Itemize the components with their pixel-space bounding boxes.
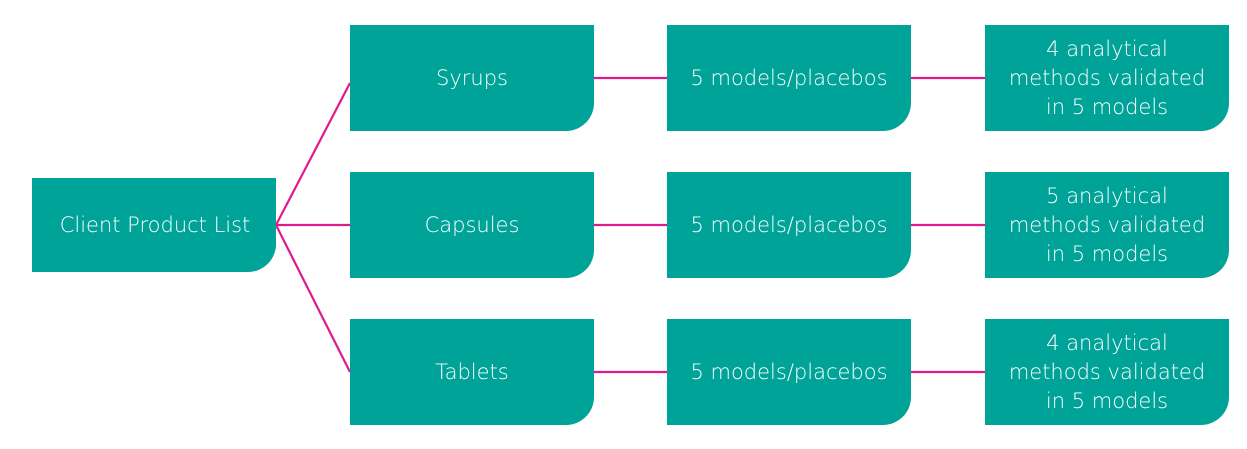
connector-root-to-syrups bbox=[275, 82, 351, 226]
category-node-tablets: Tablets bbox=[350, 319, 594, 425]
result-node-capsules: 5 analytical methods validated in 5 mode… bbox=[985, 172, 1229, 278]
result-label: 5 analytical methods validated in 5 mode… bbox=[1008, 183, 1206, 266]
category-label: Capsules bbox=[424, 213, 520, 237]
category-label: Tablets bbox=[435, 360, 509, 384]
root-node-label: Client Product List bbox=[59, 213, 251, 237]
category-node-capsules: Capsules bbox=[350, 172, 594, 278]
models-label: 5 models/placebos bbox=[690, 66, 888, 90]
models-node-syrups: 5 models/placebos bbox=[667, 25, 911, 131]
result-node-tablets: 4 analytical methods validated in 5 mode… bbox=[985, 319, 1229, 425]
models-label: 5 models/placebos bbox=[690, 360, 888, 384]
result-node-syrups: 4 analytical methods validated in 5 mode… bbox=[985, 25, 1229, 131]
category-label: Syrups bbox=[436, 66, 508, 90]
models-label: 5 models/placebos bbox=[690, 213, 888, 237]
root-node-client-product-list: Client Product List bbox=[32, 178, 276, 272]
category-node-syrups: Syrups bbox=[350, 25, 594, 131]
connector-root-to-tablets bbox=[275, 224, 351, 373]
result-label: 4 analytical methods validated in 5 mode… bbox=[1008, 36, 1206, 119]
result-label: 4 analytical methods validated in 5 mode… bbox=[1008, 330, 1206, 413]
models-node-capsules: 5 models/placebos bbox=[667, 172, 911, 278]
models-node-tablets: 5 models/placebos bbox=[667, 319, 911, 425]
